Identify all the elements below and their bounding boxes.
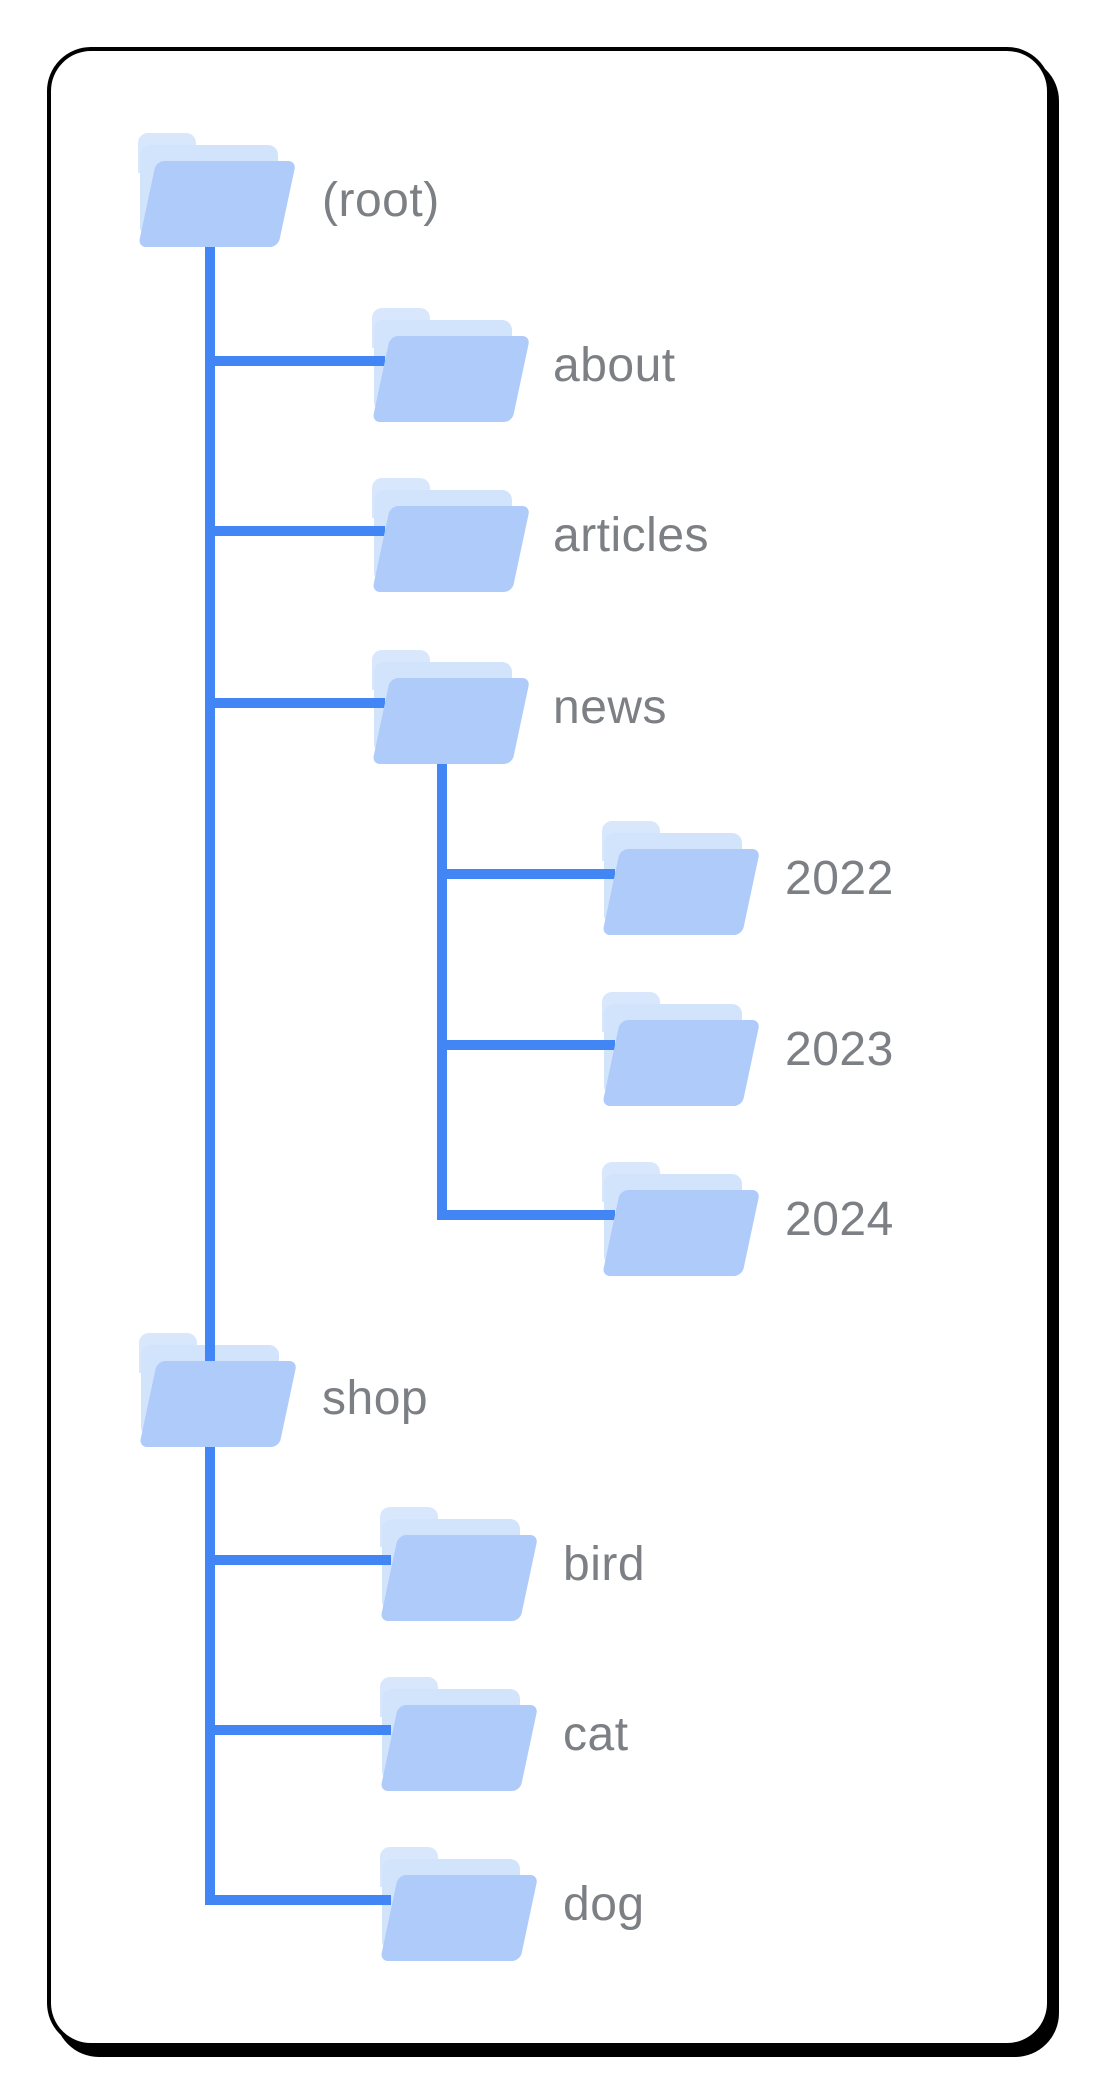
folder-icon-news (372, 650, 531, 764)
tree-connector-branch-cat (205, 1725, 391, 1735)
tree-connector-trunk-news (437, 758, 447, 1220)
folder-icon-2022 (602, 821, 761, 935)
folder-front (380, 1875, 539, 1961)
folder-label-2024: 2024 (785, 1193, 894, 1247)
folder-icon-shop (139, 1333, 298, 1447)
folder-front (380, 1535, 539, 1621)
folder-label-root: (root) (322, 174, 440, 228)
folder-label-news: news (553, 681, 668, 735)
folder-label-dog: dog (563, 1878, 645, 1932)
folder-icon-articles (372, 478, 531, 592)
tree-connector-branch-news (205, 698, 385, 708)
folder-icon-2023 (602, 992, 761, 1106)
folder-label-2023: 2023 (785, 1023, 894, 1077)
folder-icon-bird (380, 1507, 539, 1621)
tree-connector-branch-bird (205, 1555, 391, 1565)
folder-icon-root (138, 133, 297, 247)
folder-icon-about (372, 308, 531, 422)
tree-connector-branch-2022 (437, 869, 615, 879)
folder-front (139, 1361, 298, 1447)
folder-icon-cat (380, 1677, 539, 1791)
folder-front (602, 1020, 761, 1106)
folder-front (380, 1705, 539, 1791)
folder-front (372, 506, 531, 592)
folder-icon-dog (380, 1847, 539, 1961)
tree-connector-branch-2024 (437, 1210, 615, 1220)
tree-connector-branch-about (205, 356, 385, 366)
tree-connector-branch-2023 (437, 1040, 615, 1050)
folder-front (602, 849, 761, 935)
folder-label-shop: shop (322, 1372, 429, 1426)
folder-front (372, 678, 531, 764)
folder-label-cat: cat (563, 1708, 629, 1762)
folder-label-articles: articles (553, 509, 710, 563)
folder-front (372, 336, 531, 422)
folder-front (602, 1190, 761, 1276)
tree-connector-branch-dog (205, 1895, 391, 1905)
tree-connector-trunk-root (205, 247, 215, 1905)
folder-front (138, 161, 297, 247)
folder-label-2022: 2022 (785, 852, 894, 906)
folder-label-bird: bird (563, 1538, 646, 1592)
tree-connector-branch-articles (205, 526, 385, 536)
folder-label-about: about (553, 339, 676, 393)
folder-icon-2024 (602, 1162, 761, 1276)
